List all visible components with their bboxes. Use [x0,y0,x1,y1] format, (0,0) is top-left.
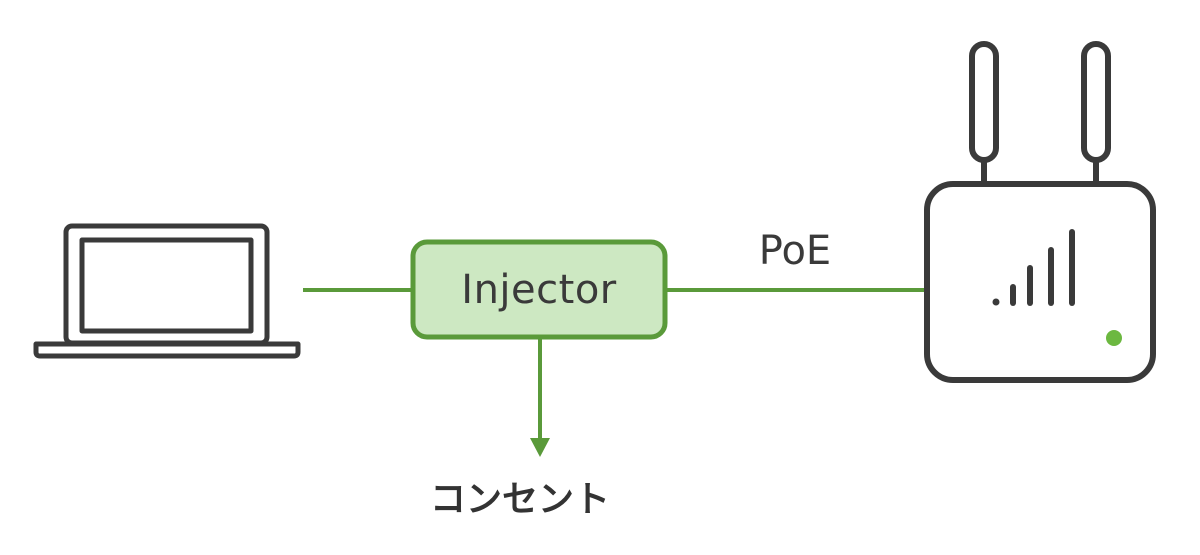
antenna-right [1081,41,1111,163]
status-led-icon [1106,330,1122,346]
poe-label: PoE [758,228,832,274]
power-arrow-head [530,438,550,457]
outlet-label: コンセント [429,479,610,520]
injector-label: Injector [461,266,617,313]
wireless-access-point-icon [924,41,1156,383]
signal-dot [992,298,1000,306]
access-point-body [924,181,1156,383]
laptop-screen [79,237,254,334]
laptop-base [33,341,301,359]
laptop-screen-frame [63,223,270,346]
signal-bars-icon [992,229,1075,306]
antenna-left [969,41,999,163]
laptop-icon [33,223,301,359]
